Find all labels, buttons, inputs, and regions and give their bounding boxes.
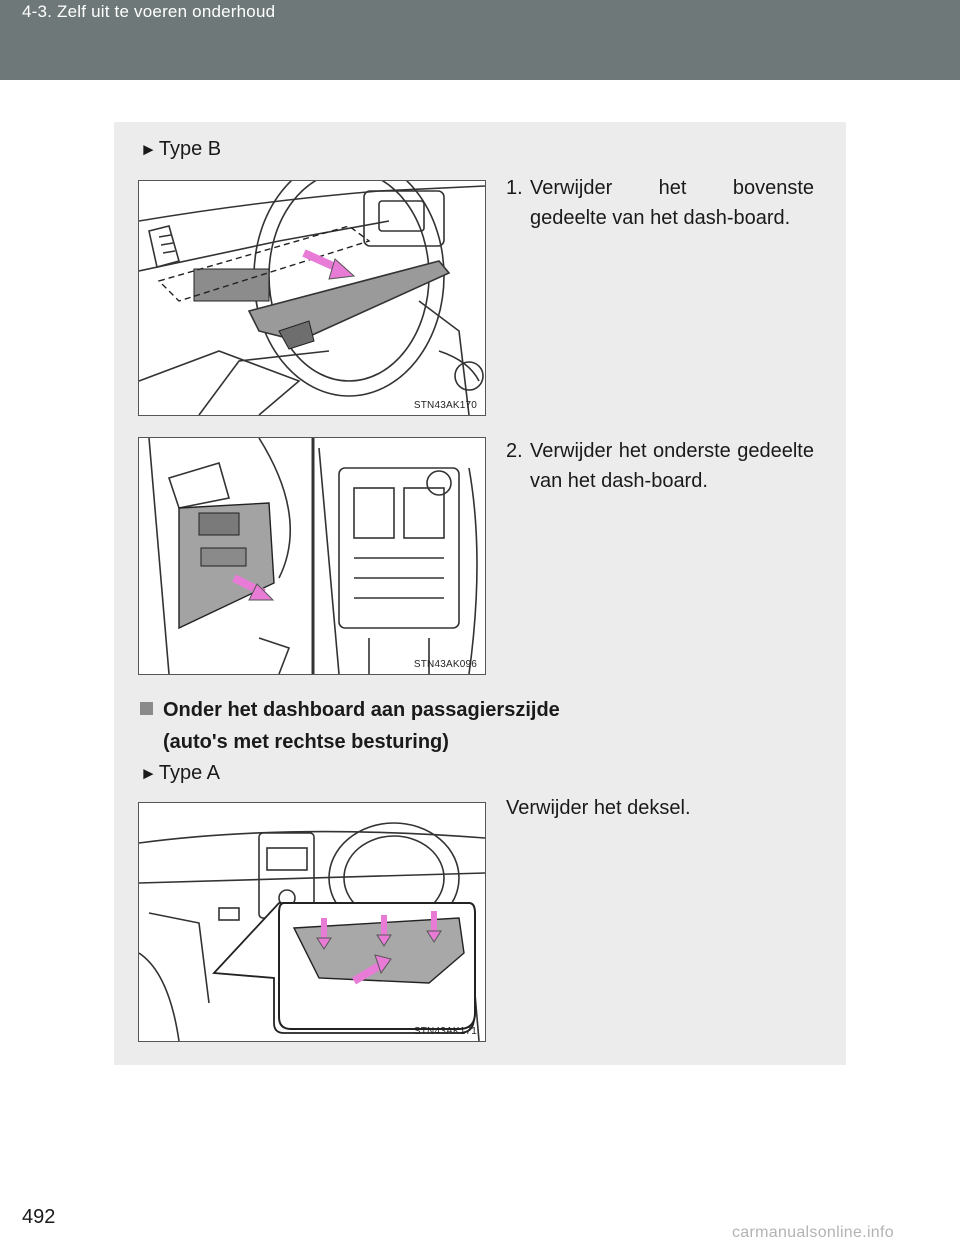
square-bullet-icon: [140, 702, 153, 715]
step-2: 2. Verwijder het onderste gedeelte van h…: [506, 436, 814, 496]
type-b-text: Type B: [158, 138, 222, 160]
instruction-text: Verwijder het deksel.: [506, 797, 691, 819]
figure-upper-dashboard: STN43AK170: [138, 180, 486, 416]
type-a-text: Type A: [158, 762, 220, 784]
page-number: 492: [22, 1206, 56, 1228]
dashboard-illustration-1: [139, 181, 485, 415]
dashboard-illustration-3: [139, 822, 485, 1041]
step-2-number: 2.: [506, 440, 523, 462]
triangle-right-icon: ►: [140, 140, 157, 159]
figure-lower-dashboard: STN43AK096: [138, 437, 486, 675]
type-b-label: ►Type B: [140, 138, 221, 161]
step-1-text: Verwijder het bovenste gedeelte van het …: [530, 177, 814, 229]
figure-code-1: STN43AK170: [413, 400, 477, 411]
watermark: carmanualsonline.info: [732, 1224, 894, 1241]
section-heading: Onder het dashboard aan passagierszijde …: [140, 694, 560, 758]
figure-code-3: STN43AK171: [413, 1026, 477, 1037]
dashboard-illustration-2: [148, 438, 478, 674]
section-heading-line1: Onder het dashboard aan passagierszijde: [163, 699, 560, 721]
step-1-number: 1.: [506, 177, 523, 199]
type-a-label: ►Type A: [140, 762, 220, 785]
figure-passenger-cover: STN43AK171: [138, 802, 486, 1042]
step-1: 1. Verwijder het bovenste gedeelte van h…: [506, 173, 814, 233]
section-heading-line2: (auto's met rechtse besturing): [163, 731, 449, 753]
page-header: 4-3. Zelf uit te voeren onderhoud: [0, 0, 960, 80]
section-title: 4-3. Zelf uit te voeren onderhoud: [22, 2, 276, 21]
figure-code-2: STN43AK096: [413, 659, 477, 670]
step-2-text: Verwijder het onderste gedeelte van het …: [530, 440, 814, 492]
triangle-right-icon: ►: [140, 764, 157, 783]
